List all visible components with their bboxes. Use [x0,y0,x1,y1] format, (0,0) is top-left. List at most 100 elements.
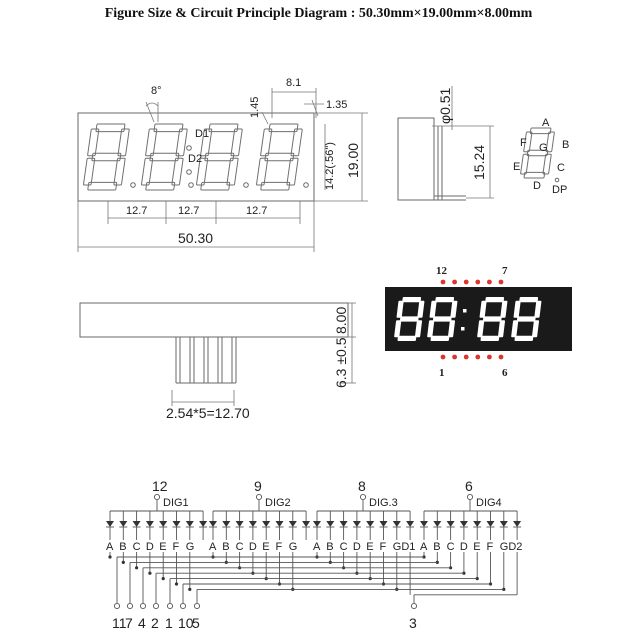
legend-digit [520,127,555,179]
legend-digit-outline-seg-e [520,153,530,175]
d2-seg-label-3: D [249,541,257,553]
depth-label: 8.00 [333,307,349,334]
d2-diode-2 [235,521,244,527]
colon-dot-top [186,145,192,151]
d2-diode-7 [302,521,311,527]
led-digit-2-seg-d [430,335,450,341]
led-digit-2-seg-a [435,297,455,303]
d2-seg-label-0: A [209,541,217,553]
legend-digit-outline-seg-c [542,153,552,175]
digit-2-label: DIG2 [265,497,291,509]
d1-seg-label-3: D [146,541,154,553]
d3-seg-label-4: E [366,541,373,553]
d2-seg-label-5: F [276,541,283,553]
pin-dot-top-1 [440,279,446,285]
bottom-pin-label-7: 3 [409,615,417,631]
d2-diode-3 [248,521,257,527]
bottom-pin-label-2: 4 [138,615,146,631]
bottom-view: 2.54*5=12.70 8.00 6.3 ±0.5 [79,302,356,421]
bottom-pin-4 [166,602,174,610]
legend-label-c: C [557,162,565,174]
front-dp-1 [130,182,136,188]
front-digit-3-seg-b [230,128,243,157]
d145-leader [261,111,269,125]
d2-seg-label-6: G [289,541,298,553]
legend-label-a: A [542,117,550,129]
d2-seg-label-4: E [262,541,269,553]
led-digit-3-seg-f [479,300,487,318]
led-pin-label-7: 7 [502,265,508,277]
pin-dot-bottom-3 [463,354,469,360]
d1-diode-0 [106,521,114,527]
bottom-pin-7 [410,602,418,610]
pinpitch-label: 2.54*5=12.70 [166,405,250,421]
front-digit-1-seg-g [91,152,122,162]
digit-1-label: DIG1 [163,497,189,509]
bottom-pin-label-1: 7 [125,615,133,631]
led-display: 12 7 1 6 [385,265,572,379]
d4-seg-label-6: GD2 [500,541,523,553]
led-digit-4-seg-d [514,335,534,341]
spacing-label-3: 12.7 [246,205,267,217]
front-digit-4-seg-a [268,123,299,133]
d1-diode-2 [132,521,141,527]
legend-digit-outline-seg-g [526,149,549,157]
colon-label-d2: D2 [188,153,202,165]
bottom-pin-label-4: 1 [165,615,173,631]
d1-diode-7 [199,521,208,527]
legend-label-dp: DP [552,184,567,196]
d1-diode-3 [145,521,154,527]
led-digits [394,297,542,341]
d1-node-0 [108,555,112,559]
led-digit-4 [511,297,542,341]
bottom-pin-1 [126,602,134,610]
front-digit-3 [196,123,243,191]
bottom-pin-label-5: 10 [178,615,194,631]
angle-label: 8° [151,85,162,97]
led-colon-bottom [461,327,465,331]
colon-label-d1: D1 [195,128,209,140]
front-digit-1-seg-f [87,128,100,157]
d3-diode-0 [313,521,321,527]
led-digit-1-seg-g [399,316,419,322]
led-digit-1-seg-f [396,300,404,318]
d135-leader [311,99,319,117]
d1-diode-5 [172,521,181,527]
digit-4-pin [466,493,474,501]
bottom-pin-label-0: 11 [112,615,127,631]
led-digit-2-seg-c [447,320,456,338]
front-digit-4 [256,123,303,191]
d1-seg-label-6: G [186,541,195,553]
pin-dot-top-2 [452,279,457,285]
bottom-pin-6 [193,602,201,610]
angle-arc [145,102,159,107]
side-view: 15.24 φ0.51 [397,86,494,201]
d1-seg-label-2: C [133,541,141,553]
d1-node-6 [188,587,192,592]
d1-diode-4 [159,521,168,527]
pinlen-label: 15.24 [471,145,487,180]
pitch-label: 8.1 [286,77,301,89]
led-digit-3-seg-a [485,297,505,303]
front-digit-4-seg-f [260,128,273,157]
pin-dot-bottom-6 [498,354,504,360]
led-digit-4-seg-f [513,300,521,318]
front-digit-3-seg-d [200,181,231,191]
d4-diode-0 [420,521,428,527]
d3-diode-4 [366,521,375,527]
d3-diode-3 [352,521,361,527]
bottom-pin-2 [139,602,147,610]
led-pin-label-6: 6 [502,367,508,379]
d3-diode-6 [392,521,401,527]
led-pin-label-1: 1 [439,367,445,379]
front-digit-4-seg-g [264,152,295,162]
front-digit-2-seg-g [149,152,180,162]
front-digit-2-seg-c [171,157,184,186]
d1-seg-label-5: F [173,541,180,553]
front-digit-4-seg-b [290,128,303,157]
legend-label-f: F [520,137,527,149]
d2-diode-0 [209,521,217,527]
pin-dot-bottom-4 [475,354,481,360]
